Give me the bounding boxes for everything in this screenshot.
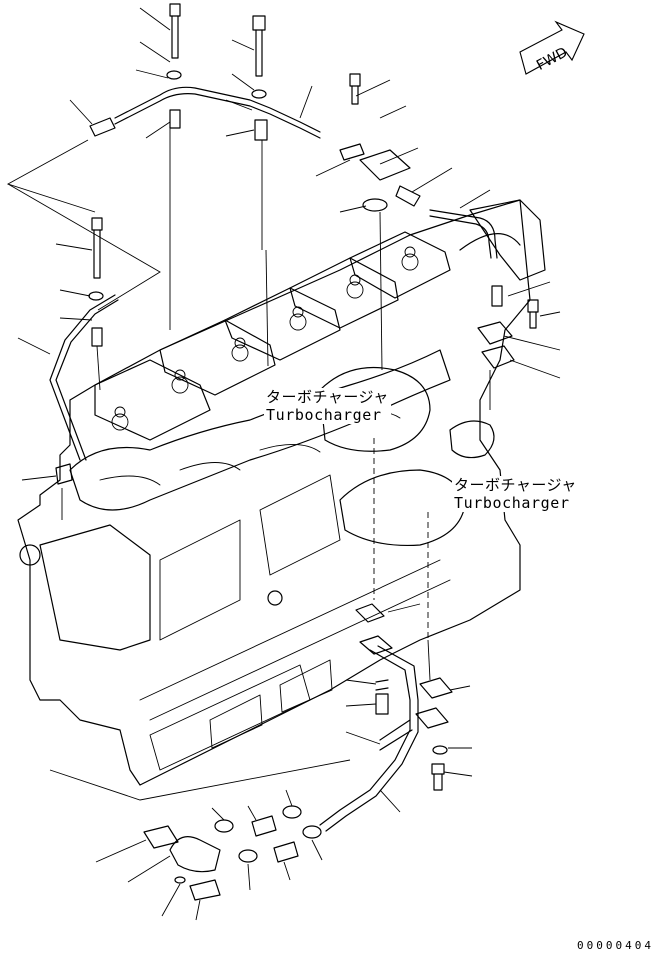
turbocharger-callout-2-jp: ターボチャージャ [454,476,577,494]
turbocharger-callout-2-en: Turbocharger [454,494,570,512]
turbocharger-callout-1-en: Turbocharger [266,406,382,424]
turbocharger-callout-1: ターボチャージャ Turbocharger [264,388,391,424]
drawing-code: 00000404 [577,939,654,952]
leader-lines [6,7,561,921]
turbocharger-callout-2: ターボチャージャ Turbocharger [452,476,579,512]
fwd-arrow-icon: FWD [519,20,585,75]
oil-supply-pipes [49,86,498,461]
fastener-parts [55,3,539,485]
oil-return-pipes [143,603,453,901]
turbocharger-callout-1-jp: ターボチャージャ [266,388,389,406]
engine-block [17,199,546,786]
